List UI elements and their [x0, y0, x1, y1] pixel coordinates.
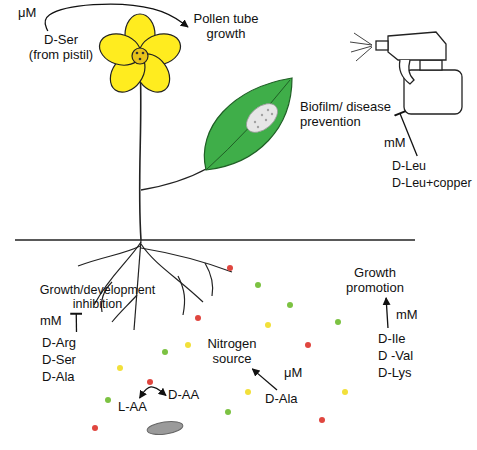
- node-text: D-Ile: [378, 330, 428, 347]
- dot: [319, 417, 325, 423]
- concentration-label: mM: [40, 314, 62, 329]
- amino-acid-label: D-AA: [168, 388, 204, 403]
- speckle: [254, 121, 256, 123]
- node-text: Growth promotion: [338, 266, 412, 296]
- inhibition-connector: [76, 314, 78, 332]
- node-text: D-Ala: [265, 392, 305, 407]
- spray-head: [388, 32, 446, 60]
- dot: [92, 425, 98, 431]
- spray-mist: [350, 33, 372, 61]
- substance-label: D-ArgD-SerD-Ala: [42, 334, 88, 385]
- root: [178, 276, 185, 315]
- substance-label: D-IleD -ValD-Lys: [378, 330, 428, 381]
- flower-center: [132, 48, 148, 64]
- dot: [225, 409, 231, 415]
- speckle: [267, 109, 269, 111]
- bottle-neck: [420, 60, 442, 70]
- speckle: [257, 126, 259, 128]
- effect-label: Nitrogen source: [203, 337, 261, 367]
- concentration-label: μM: [284, 366, 302, 381]
- nozzle: [376, 41, 388, 50]
- dot: [227, 265, 233, 271]
- dot: [342, 389, 348, 395]
- stem: [140, 64, 141, 240]
- dot: [195, 315, 201, 321]
- leaf-midrib: [206, 80, 290, 170]
- dot: [305, 342, 311, 348]
- concentration-label: μM: [18, 6, 36, 21]
- node-text: Pollen tube growth: [190, 12, 262, 42]
- mist-line: [356, 47, 372, 61]
- node-text: D-Ser (from pistil): [28, 33, 94, 63]
- effect-label: Growth/development inhibition: [35, 283, 160, 312]
- node-text: Growth/development inhibition: [35, 283, 160, 312]
- substance-label: D-LeuD-Leu+copper: [392, 158, 476, 192]
- root: [141, 248, 232, 272]
- leaf: [204, 78, 292, 170]
- petiole: [141, 168, 208, 190]
- node-text: D-Lys: [378, 364, 428, 381]
- arrow-connector: [252, 369, 277, 390]
- node-text: D-AA: [168, 388, 204, 403]
- stamen: [142, 52, 145, 55]
- arrow-connector: [386, 298, 388, 328]
- speckle: [265, 119, 267, 121]
- speckle: [271, 113, 273, 115]
- effect-label: Pollen tube growth: [190, 12, 262, 42]
- dot: [335, 319, 341, 325]
- node-text: D-Leu+copper: [392, 175, 476, 192]
- root: [78, 246, 140, 266]
- node-text: Nitrogen source: [203, 337, 261, 367]
- node-text: L-AA: [118, 400, 154, 415]
- arrow-connector: [45, 4, 188, 31]
- mist-line: [351, 46, 372, 52]
- dot: [287, 302, 293, 308]
- substance-label: D-Ser (from pistil): [28, 33, 94, 63]
- node-text: D -Val: [378, 347, 428, 364]
- substance-label: D-Ala: [265, 392, 305, 407]
- concentration-label: mM: [384, 136, 406, 151]
- effect-label: Growth promotion: [338, 266, 412, 296]
- stamen: [139, 58, 142, 61]
- biofilm-patch: [241, 98, 283, 138]
- node-text: D-Arg: [42, 334, 88, 351]
- biofilm-speckles: [254, 109, 273, 128]
- stamen: [136, 52, 139, 55]
- dot: [265, 322, 271, 328]
- ground-line: [15, 239, 415, 241]
- effect-label: Biofilm/ disease prevention: [300, 100, 398, 130]
- node-text: D-Leu: [392, 158, 476, 175]
- flower: [95, 14, 184, 99]
- trigger: [399, 60, 414, 84]
- node-text: D-Ala: [42, 368, 88, 385]
- dot: [245, 389, 251, 395]
- bacterium: [146, 420, 183, 437]
- concentration-label: mM: [396, 308, 418, 323]
- arrow-connector: [140, 387, 166, 398]
- speckle: [261, 114, 263, 116]
- node-text: Biofilm/ disease prevention: [300, 100, 398, 130]
- node-text: D-Ser: [42, 351, 88, 368]
- dot: [105, 397, 111, 403]
- dot: [147, 379, 153, 385]
- dot: [117, 365, 123, 371]
- root: [205, 263, 213, 296]
- inhibition-connector: [400, 113, 417, 156]
- amino-acid-label: L-AA: [118, 400, 154, 415]
- dot: [185, 342, 191, 348]
- stamens: [136, 52, 145, 61]
- dot: [255, 282, 261, 288]
- dot: [162, 349, 168, 355]
- bottle-body: [404, 70, 462, 114]
- mist-line: [350, 42, 372, 45]
